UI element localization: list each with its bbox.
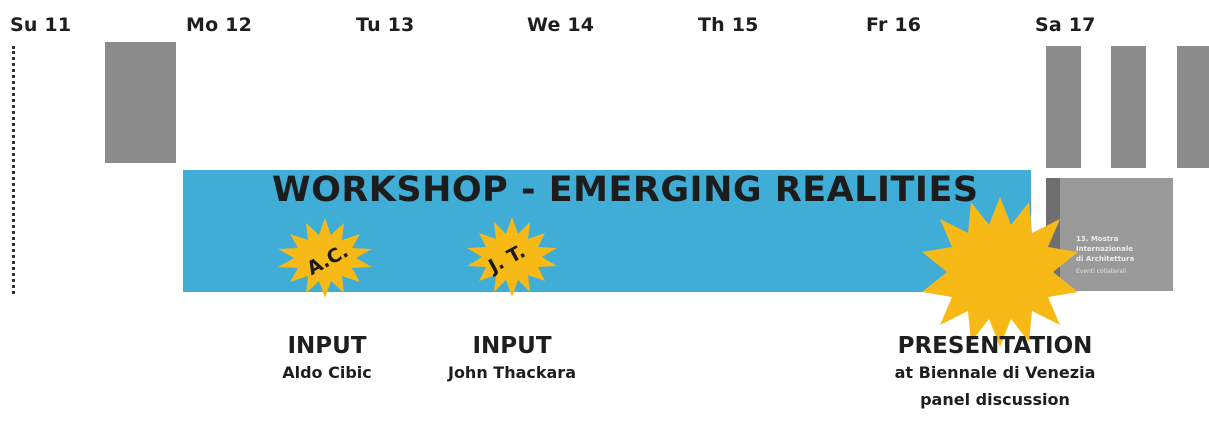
day-label-thursday: Th 15	[698, 14, 759, 36]
biennale-logo-text: 13. Mostra Internazionale di Architettur…	[1076, 234, 1168, 264]
marker-line-biennale: at Biennale di Venezia	[894, 363, 1096, 382]
day-label-monday: Mo 12	[186, 14, 253, 36]
dotted-timeline	[12, 46, 15, 294]
marker-name-john-thackara: John Thackara	[447, 363, 576, 382]
marker-heading-input-2: INPUT	[472, 333, 552, 359]
star-burst-presentation-icon	[922, 197, 1078, 347]
biennale-logo	[1046, 178, 1173, 291]
star-burst-ac-icon	[278, 218, 372, 298]
day-label-wednesday: We 14	[527, 14, 595, 36]
day-label-tuesday: Tu 13	[356, 14, 415, 36]
day-label-saturday: Sa 17	[1035, 14, 1096, 36]
workshop-title: WORKSHOP - EMERGING REALITIES	[272, 170, 979, 210]
marker-label-aldo-cibic: INPUT Aldo Cibic	[270, 333, 384, 382]
star-burst-presentation-shape	[922, 197, 1078, 347]
biennale-logo-line-3: di Architettura	[1076, 255, 1135, 263]
gray-block-saturday-3	[1177, 46, 1209, 168]
gray-block-sunday	[105, 42, 176, 163]
gray-block-saturday-2	[1111, 46, 1146, 168]
marker-heading-input-1: INPUT	[287, 333, 367, 359]
marker-name-aldo-cibic: Aldo Cibic	[282, 363, 372, 382]
marker-line-panel: panel discussion	[920, 390, 1070, 409]
marker-heading-presentation: PRESENTATION	[897, 333, 1093, 359]
biennale-logo-line-2: Internazionale	[1076, 245, 1133, 253]
marker-label-john-thackara: INPUT John Thackara	[422, 333, 602, 382]
day-label-friday: Fr 16	[866, 14, 922, 36]
biennale-logo-line-1: 13. Mostra	[1076, 235, 1119, 243]
star-burst-jt-shape	[467, 217, 557, 297]
biennale-logo-subline: Eventi collaterali	[1076, 268, 1127, 275]
marker-label-presentation: PRESENTATION at Biennale di Venezia pane…	[860, 333, 1130, 409]
day-label-sunday: Su 11	[10, 14, 72, 36]
gray-block-saturday-1	[1046, 46, 1081, 168]
star-burst-ac-shape	[278, 218, 372, 298]
star-burst-jt-icon	[467, 217, 557, 297]
